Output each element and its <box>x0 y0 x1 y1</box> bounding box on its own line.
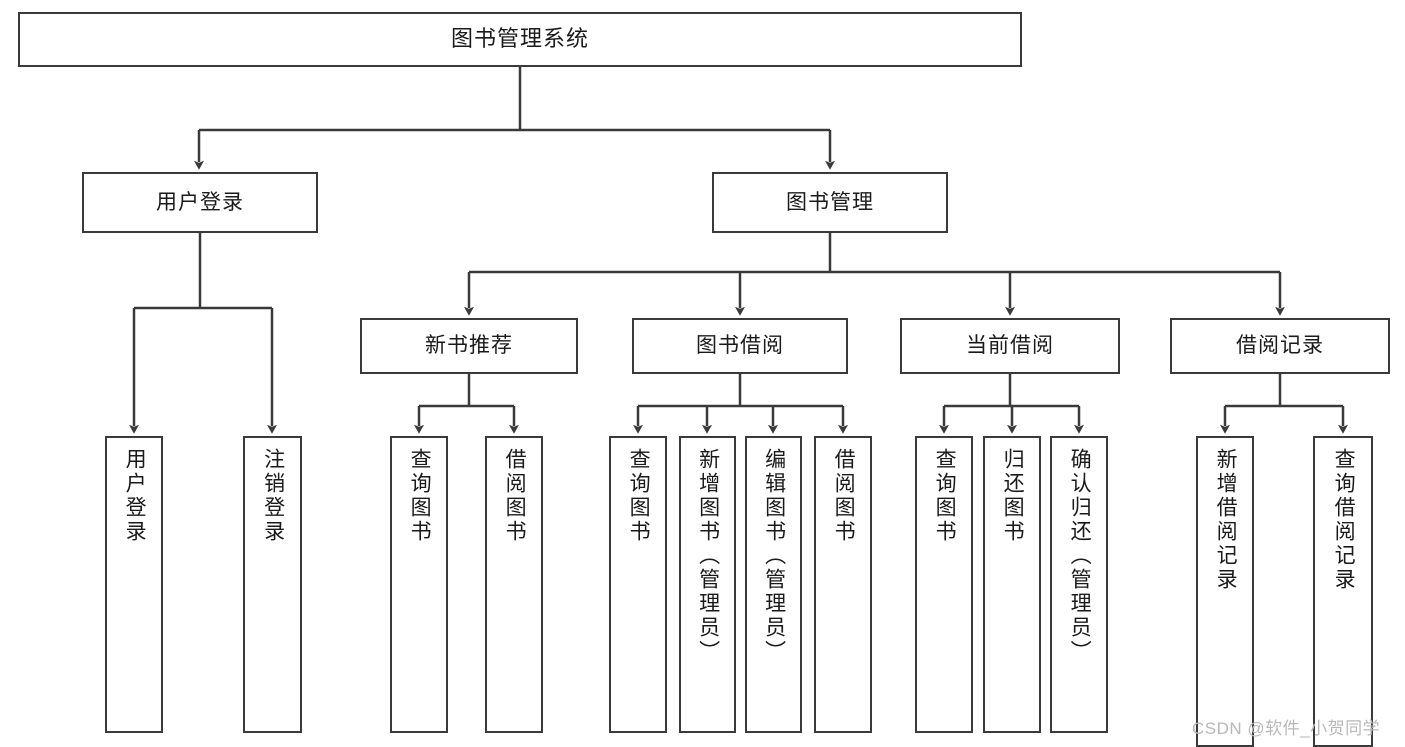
node-user-login[interactable]: 用户登录 <box>82 172 318 233</box>
node-current-borrow[interactable]: 当前借阅 <box>900 318 1120 374</box>
leaf-add-book-admin[interactable]: 新增图书（管理员） <box>679 436 736 733</box>
node-new-book-recommend[interactable]: 新书推荐 <box>360 318 578 374</box>
leaf-query-book-current[interactable]: 查询图书 <box>915 436 973 733</box>
node-label: 编辑图书（管理员） <box>762 448 786 664</box>
node-label: 归还图书 <box>1001 448 1025 544</box>
node-label: 注销登录 <box>261 448 285 544</box>
node-book-management[interactable]: 图书管理 <box>712 172 948 233</box>
csdn-watermark: CSDN @软件_小贺同学 <box>1192 719 1381 738</box>
leaf-query-book-borrow[interactable]: 查询图书 <box>609 436 667 733</box>
node-label: 借阅图书 <box>503 448 527 544</box>
leaf-edit-book-admin[interactable]: 编辑图书（管理员） <box>745 436 802 733</box>
leaf-borrow-book-recommend[interactable]: 借阅图书 <box>485 436 543 733</box>
node-label: 查询借阅记录 <box>1332 448 1356 592</box>
node-label: 图书借阅 <box>696 334 784 358</box>
node-label: 借阅图书 <box>832 448 856 544</box>
node-borrow-record[interactable]: 借阅记录 <box>1170 318 1390 374</box>
leaf-logout[interactable]: 注销登录 <box>243 436 302 733</box>
node-label: 新增借阅记录 <box>1214 448 1238 592</box>
node-label: 新增图书（管理员） <box>696 448 720 664</box>
leaf-user-login[interactable]: 用户登录 <box>105 436 163 733</box>
node-label: 查询图书 <box>933 448 957 544</box>
node-label: 借阅记录 <box>1236 334 1324 358</box>
node-label: 图书管理系统 <box>450 26 589 52</box>
leaf-return-book[interactable]: 归还图书 <box>983 436 1041 733</box>
leaf-add-borrow-record[interactable]: 新增借阅记录 <box>1196 436 1254 747</box>
node-label: 查询图书 <box>408 448 432 544</box>
node-label: 新书推荐 <box>425 334 513 358</box>
node-label: 当前借阅 <box>966 334 1054 358</box>
node-label: 图书管理 <box>786 190 874 214</box>
leaf-query-borrow-record[interactable]: 查询借阅记录 <box>1313 436 1373 747</box>
node-label: 确认归还（管理员） <box>1068 448 1092 664</box>
node-label: 用户登录 <box>123 448 147 544</box>
leaf-borrow-book[interactable]: 借阅图书 <box>814 436 872 733</box>
node-root-system[interactable]: 图书管理系统 <box>18 12 1022 67</box>
node-book-borrow[interactable]: 图书借阅 <box>632 318 848 374</box>
leaf-query-book-recommend[interactable]: 查询图书 <box>390 436 448 733</box>
node-label: 查询图书 <box>627 448 651 544</box>
node-label: 用户登录 <box>156 190 244 214</box>
leaf-confirm-return-admin[interactable]: 确认归还（管理员） <box>1050 436 1108 733</box>
